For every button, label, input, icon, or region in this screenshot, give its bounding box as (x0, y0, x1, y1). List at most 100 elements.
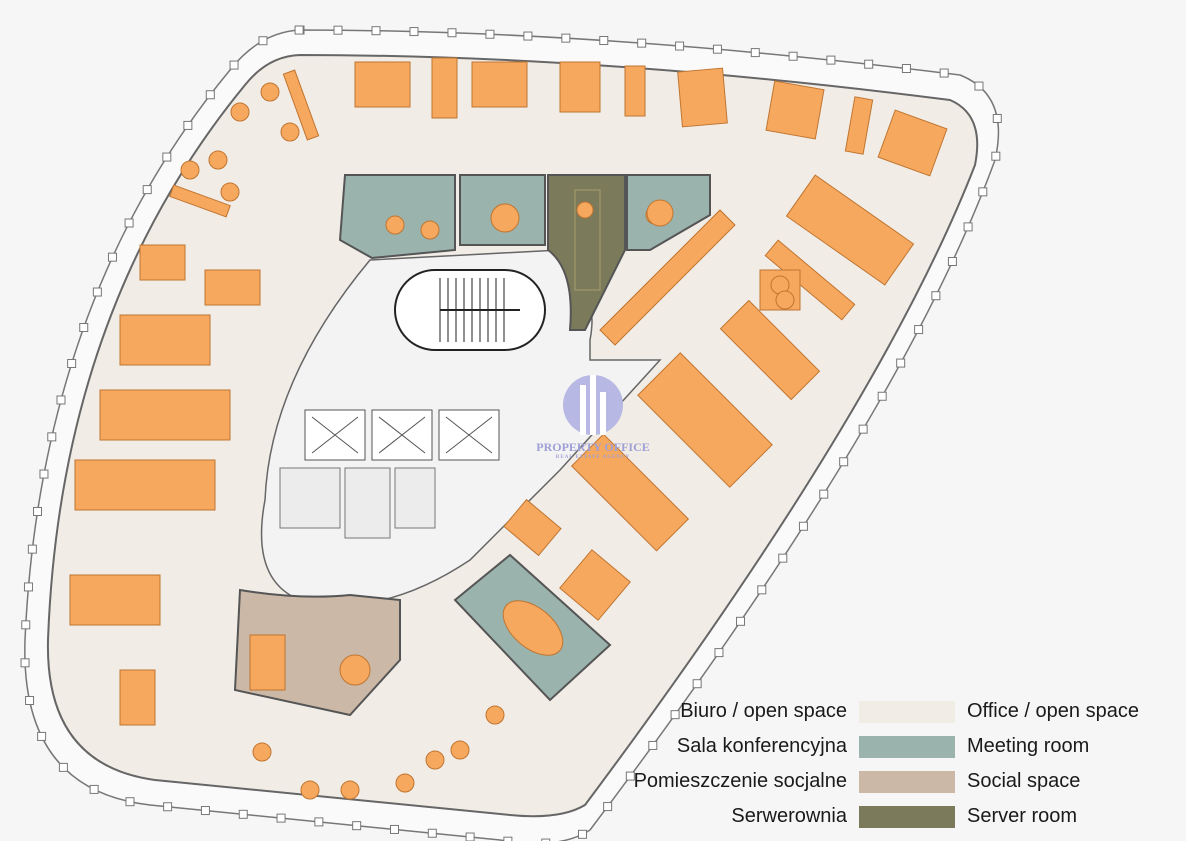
chair (230, 102, 250, 122)
mullion (839, 457, 849, 467)
mullion (56, 395, 66, 405)
mullion (974, 81, 984, 91)
mullion (523, 31, 533, 41)
legend-item-server: Serwerownia Server room (590, 799, 1180, 834)
legend-swatch (859, 735, 955, 758)
chair (340, 780, 360, 800)
legend-swatch (859, 700, 955, 723)
desk (431, 57, 458, 119)
chair (395, 773, 415, 793)
mullion (864, 59, 874, 69)
elevators (304, 409, 500, 461)
mullion (992, 113, 1002, 123)
mullion (896, 358, 906, 368)
chair (260, 82, 280, 102)
furniture (69, 57, 948, 800)
desk (719, 299, 821, 401)
legend-swatch (859, 805, 955, 828)
staircase (394, 269, 546, 351)
mullion (798, 521, 808, 531)
round-table (646, 199, 674, 227)
chair (485, 705, 505, 725)
diagonal-partition (599, 209, 736, 346)
mullion (485, 29, 495, 39)
desk (204, 269, 261, 306)
mullion (757, 585, 767, 595)
mullion (858, 424, 868, 434)
desk (764, 239, 856, 321)
watermark-logo: PROPERTY OFFICE REAL ESTATE AGENCY (528, 375, 658, 460)
legend-label-en: Meeting room (967, 735, 1090, 757)
mullion (877, 391, 887, 401)
round-table (576, 201, 594, 219)
legend-item-social: Pomieszczenie socjalne Social space (590, 764, 1180, 799)
mullion (238, 809, 248, 819)
mullion (39, 469, 49, 479)
conference-table (502, 600, 564, 656)
legend-label-en: Social space (967, 770, 1081, 792)
mullion (294, 25, 304, 35)
restrooms (279, 467, 436, 539)
legend-item-office: Biuro / open space Office / open space (590, 694, 1180, 729)
mullion (25, 696, 35, 706)
mullion (750, 48, 760, 58)
legend-label-en: Server room (967, 805, 1078, 827)
server-room (547, 174, 626, 331)
mullion (931, 291, 941, 301)
desk (139, 244, 186, 281)
facade-mullions (20, 25, 1002, 841)
mullion (625, 771, 635, 781)
mullion (819, 489, 829, 499)
mullion (27, 544, 37, 554)
mullion (599, 35, 609, 45)
mullion (692, 679, 702, 689)
mullion (736, 616, 746, 626)
mullion (21, 620, 31, 630)
desk (74, 459, 216, 511)
chair (420, 220, 440, 240)
chair (300, 780, 320, 800)
mullion (637, 38, 647, 48)
mullion (183, 120, 193, 130)
mullion (778, 553, 788, 563)
round-table (339, 654, 371, 686)
mullion (142, 185, 152, 195)
mullion (714, 648, 724, 658)
mullion (333, 25, 343, 35)
chair (208, 150, 228, 170)
mullion (107, 252, 117, 262)
dining-table (249, 634, 286, 691)
mullion (503, 836, 513, 841)
desk (677, 67, 728, 128)
round-table (490, 203, 520, 233)
legend-label-pl: Pomieszczenie socjalne (633, 770, 847, 792)
desk (99, 389, 231, 441)
desk (69, 574, 161, 626)
desk (785, 174, 915, 286)
mullion (901, 64, 911, 74)
mullion (939, 68, 949, 78)
desk (503, 498, 562, 557)
desk (637, 352, 773, 488)
chair (280, 122, 300, 142)
legend-label-en: Office / open space (967, 700, 1139, 722)
chair (220, 182, 240, 202)
mullion (200, 806, 210, 816)
legend-swatch (859, 770, 955, 793)
mullion (20, 658, 30, 668)
mullion (205, 90, 215, 100)
mullion (371, 26, 381, 36)
server-rack-outline (574, 189, 601, 291)
chair (252, 742, 272, 762)
desk (765, 80, 825, 140)
desk (624, 65, 646, 117)
mullion (33, 506, 43, 516)
mullion (648, 740, 658, 750)
chair (425, 750, 445, 770)
mullion (978, 187, 988, 197)
mullion (963, 222, 973, 232)
mullion (788, 51, 798, 61)
mullion (23, 582, 33, 592)
mullion (389, 824, 399, 834)
mullion (314, 817, 324, 827)
